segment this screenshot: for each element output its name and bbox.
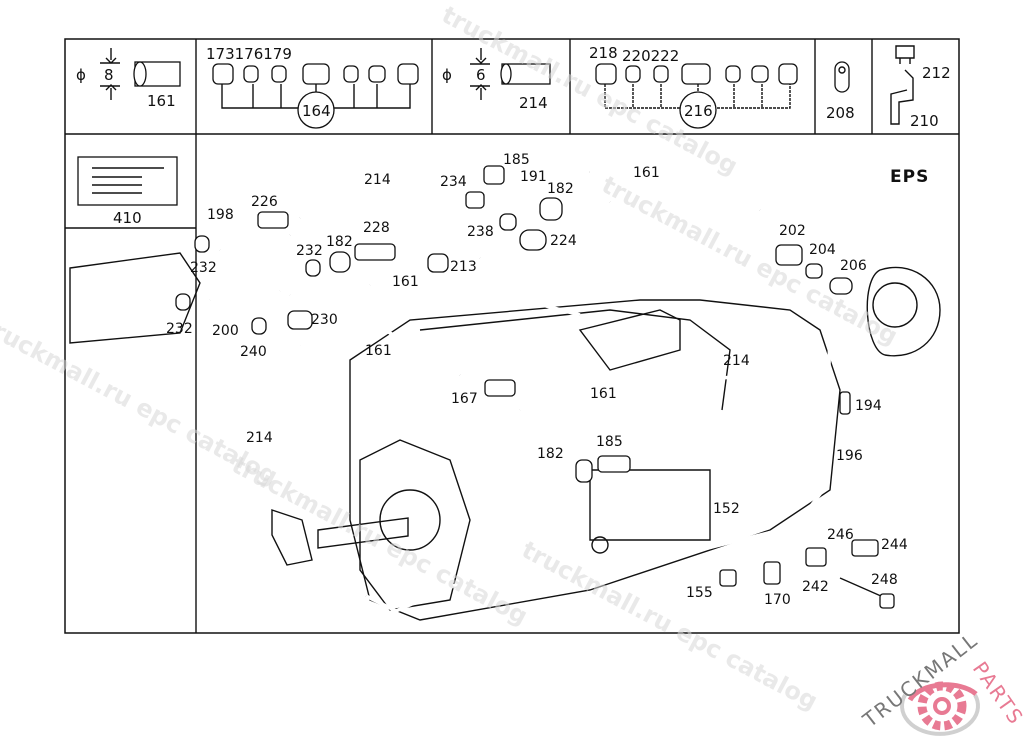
callout-226: 226 bbox=[251, 194, 278, 210]
callout-240: 240 bbox=[240, 344, 267, 360]
callout-167: 167 bbox=[451, 391, 478, 407]
part-number: 218 bbox=[589, 44, 618, 62]
bracket-detail: 212 210 bbox=[890, 45, 951, 130]
part-number: 210 bbox=[910, 112, 939, 130]
callout-232: 232 bbox=[166, 321, 193, 337]
eye-fitting-208-detail: 208 bbox=[826, 61, 855, 122]
callout-248: 248 bbox=[871, 572, 898, 588]
tube-diameter: 6 bbox=[476, 66, 486, 84]
part-number: 212 bbox=[922, 64, 951, 82]
callout-234: 234 bbox=[440, 174, 467, 190]
fittings bbox=[175, 165, 895, 609]
logo-text-truckmall: TRUCKMALL bbox=[858, 627, 983, 732]
callout-238: 238 bbox=[467, 224, 494, 240]
part-number: 410 bbox=[113, 209, 142, 227]
callout-202: 202 bbox=[779, 223, 806, 239]
part-numbers: 173176179 bbox=[206, 45, 292, 63]
callout-170: 170 bbox=[764, 592, 791, 608]
diameter-symbol: ϕ bbox=[76, 66, 86, 84]
part-number: 214 bbox=[519, 94, 548, 112]
part-numbers: 220222 bbox=[622, 47, 679, 65]
callout-152: 152 bbox=[713, 501, 740, 517]
callout-242: 242 bbox=[802, 579, 829, 595]
watermark-text: truckmall.ru epc catalog bbox=[437, 1, 742, 181]
tube-8mm-detail: ϕ 8 161 bbox=[76, 48, 181, 110]
callout-185: 185 bbox=[596, 434, 623, 450]
callout-161: 161 bbox=[633, 165, 660, 181]
callout-214: 214 bbox=[364, 172, 391, 188]
callout-206: 206 bbox=[840, 258, 867, 274]
callout-194: 194 bbox=[855, 398, 882, 414]
callout-244: 244 bbox=[881, 537, 908, 553]
callout-224: 224 bbox=[550, 233, 577, 249]
callout-161: 161 bbox=[590, 386, 617, 402]
diagram-frame bbox=[64, 38, 960, 634]
callout-182: 182 bbox=[537, 446, 564, 462]
group-number: 216 bbox=[684, 102, 713, 120]
callout-228: 228 bbox=[363, 220, 390, 236]
callout-246: 246 bbox=[827, 527, 854, 543]
callout-155: 155 bbox=[686, 585, 713, 601]
callout-214: 214 bbox=[246, 430, 273, 446]
callout-161: 161 bbox=[365, 343, 392, 359]
label-plate-410: 410 bbox=[77, 156, 178, 227]
group-number: 164 bbox=[302, 102, 331, 120]
callout-198: 198 bbox=[207, 207, 234, 223]
diameter-symbol: ϕ bbox=[442, 66, 452, 84]
tube-6mm-detail: ϕ 6 214 bbox=[442, 48, 551, 112]
callout-191: 191 bbox=[520, 169, 547, 185]
callout-182: 182 bbox=[326, 234, 353, 250]
callout-200: 200 bbox=[212, 323, 239, 339]
part-number: 161 bbox=[147, 92, 176, 110]
part-number: 208 bbox=[826, 104, 855, 122]
truckmall-parts-logo bbox=[900, 681, 980, 736]
callout-232: 232 bbox=[296, 243, 323, 259]
callout-185: 185 bbox=[503, 152, 530, 168]
callout-214: 214 bbox=[723, 353, 750, 369]
tubes bbox=[209, 150, 832, 613]
diagram-code: EPS bbox=[890, 167, 929, 187]
callout-161: 161 bbox=[392, 274, 419, 290]
header-cell-dividers bbox=[65, 39, 873, 633]
callout-230: 230 bbox=[311, 312, 338, 328]
fittings-164-detail: 173176179 164 bbox=[206, 45, 419, 129]
callout-182: 182 bbox=[547, 181, 574, 197]
callout-232: 232 bbox=[190, 260, 217, 276]
fittings-216-detail: 218 220222 216 bbox=[589, 44, 798, 129]
callout-213: 213 bbox=[450, 259, 477, 275]
engine-outline bbox=[69, 252, 941, 621]
callout-204: 204 bbox=[809, 242, 836, 258]
callout-196: 196 bbox=[836, 448, 863, 464]
tube-diameter: 8 bbox=[104, 66, 114, 84]
